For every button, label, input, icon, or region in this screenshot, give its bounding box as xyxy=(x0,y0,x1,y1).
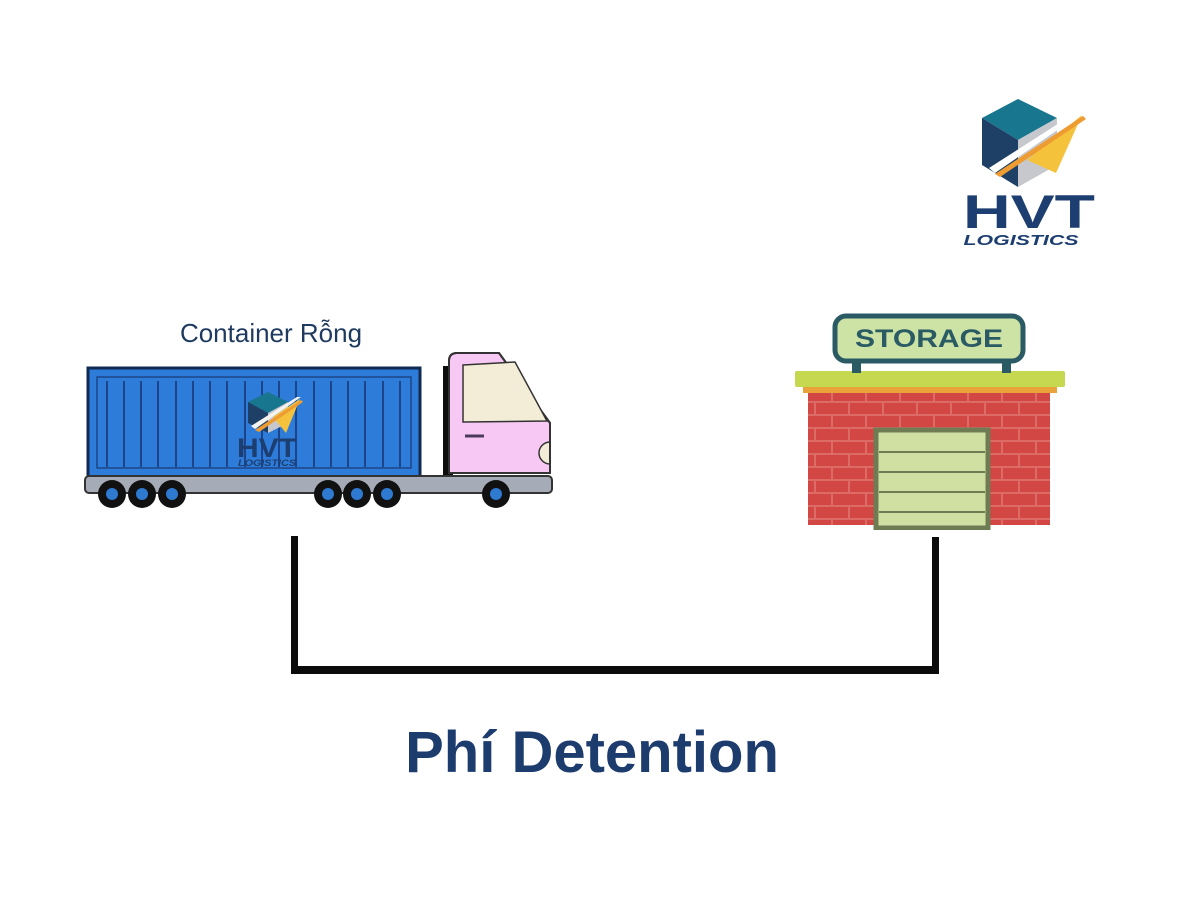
swoosh-white xyxy=(989,113,1082,173)
brand-name: HVT xyxy=(963,185,1095,238)
container-inner-frame xyxy=(96,376,412,469)
wheel-icon xyxy=(98,480,126,508)
wm-brand-name: HVT xyxy=(237,433,298,463)
garage-door-slats xyxy=(879,451,985,513)
truck-cab-icon xyxy=(448,352,551,474)
roof-trim xyxy=(803,387,1057,393)
sign-board xyxy=(832,313,1026,364)
brand-tagline: LOGISTICS xyxy=(964,232,1079,249)
wheel-icon xyxy=(314,480,342,508)
wheel-icon xyxy=(128,480,156,508)
wheel-icon xyxy=(343,480,371,508)
wheel-icon xyxy=(373,480,401,508)
truck-illustration: HVT LOGISTICS xyxy=(84,352,553,508)
garage-door xyxy=(873,427,991,530)
wheel-icon xyxy=(158,480,186,508)
storage-building: STORAGE xyxy=(795,313,1065,530)
headlight-icon xyxy=(538,441,550,465)
wheel-icon xyxy=(482,480,510,508)
container-label: Container Rỗng xyxy=(179,318,363,348)
sign-label: STORAGE xyxy=(855,325,1003,353)
cube-top-face xyxy=(982,99,1057,140)
wm-swoosh-orange xyxy=(255,400,303,432)
cab-window xyxy=(462,361,549,423)
sign-post-right xyxy=(1002,358,1011,373)
storage-roof xyxy=(795,371,1065,387)
swoosh-orange xyxy=(995,116,1086,177)
connector-line-right xyxy=(932,537,939,674)
container-box-icon: HVT LOGISTICS xyxy=(86,366,422,479)
wm-cube-top xyxy=(248,392,288,413)
connector-line-bottom xyxy=(291,666,939,674)
sign-post-left xyxy=(852,358,861,373)
container-logo-watermark: HVT LOGISTICS xyxy=(237,392,303,468)
hvt-logo: HVT LOGISTICS xyxy=(963,99,1095,249)
connector-line-left xyxy=(291,536,298,674)
garage-door-icon xyxy=(873,427,991,530)
wm-swoosh-white xyxy=(251,397,301,429)
page-title: Phí Detention xyxy=(405,720,779,785)
truck-wheels xyxy=(98,480,510,508)
hvt-logo-cube-icon xyxy=(982,99,1086,187)
storage-sign: STORAGE xyxy=(832,313,1026,364)
wm-brand-tagline: LOGISTICS xyxy=(238,458,296,468)
